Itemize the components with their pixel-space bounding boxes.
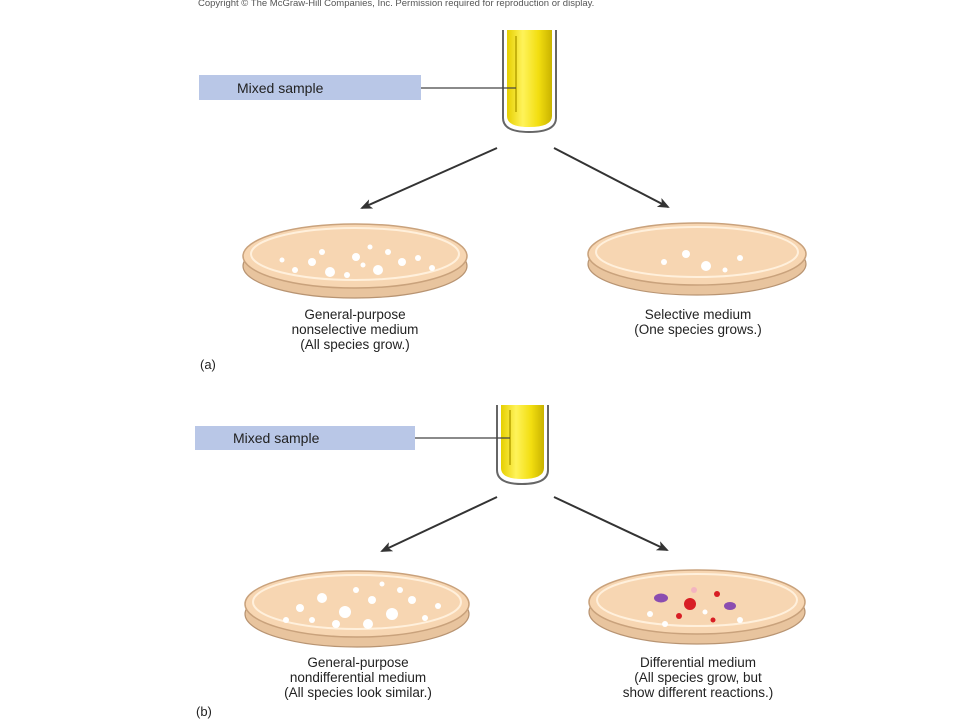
caption-line: Differential medium xyxy=(639,655,757,670)
caption-line: show different reactions.) xyxy=(622,685,774,700)
arrow-left-a xyxy=(360,147,498,209)
arrow-right-b xyxy=(553,496,669,551)
caption-selective: Selective medium (One species grows.) xyxy=(598,307,798,337)
mixed-sample-text: Mixed sample xyxy=(237,79,324,96)
arrow-left-b xyxy=(380,496,498,552)
copyright-notice: Copyright © The McGraw-Hill Companies, I… xyxy=(198,0,595,9)
panel-label-b: (b) xyxy=(196,704,212,719)
colonies xyxy=(279,244,435,278)
test-tube-b xyxy=(496,405,549,486)
mixed-sample-label-a: Mixed sample xyxy=(199,75,421,100)
caption-line: (All species grow.) xyxy=(300,337,410,352)
caption-line: (One species grows.) xyxy=(634,322,762,337)
caption-line: Selective medium xyxy=(644,307,752,322)
colonies xyxy=(647,587,743,627)
caption-line: General-purpose xyxy=(307,655,409,670)
colonies xyxy=(283,581,441,629)
colonies xyxy=(661,250,743,273)
test-tube-a xyxy=(502,30,557,134)
petri-dish-differential-b xyxy=(588,569,806,645)
caption-nondifferential: General-purpose nondifferential medium (… xyxy=(258,655,458,700)
petri-dish-nonselective-a xyxy=(242,223,468,299)
panel-label-a: (a) xyxy=(200,357,216,372)
caption-line: (All species grow, but xyxy=(634,670,762,685)
caption-differential: Differential medium (All species grow, b… xyxy=(598,655,798,700)
caption-nonselective: General-purpose nonselective medium (All… xyxy=(255,307,455,352)
mixed-sample-label-b: Mixed sample xyxy=(195,426,415,450)
caption-line: nondifferential medium xyxy=(289,670,427,685)
caption-line: nonselective medium xyxy=(291,322,419,337)
mixed-sample-text: Mixed sample xyxy=(233,430,320,446)
petri-dish-nondifferential-b xyxy=(244,570,470,648)
caption-line: General-purpose xyxy=(304,307,406,322)
arrow-right-a xyxy=(553,147,670,208)
caption-line: (All species look similar.) xyxy=(284,685,432,700)
petri-dish-selective-a xyxy=(587,222,807,296)
